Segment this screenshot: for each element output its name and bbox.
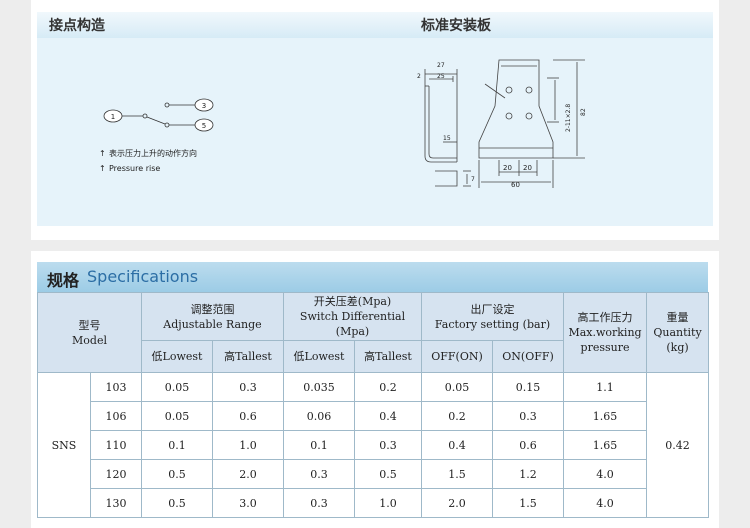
dim-82-label: 82 — [580, 108, 587, 116]
code-cell: 103 — [90, 372, 142, 402]
contact-5-point — [164, 122, 170, 128]
dim-20a-label: 20 — [503, 164, 512, 172]
contact-3-point — [164, 102, 170, 108]
adj-low-cell: 0.05 — [141, 372, 213, 402]
terminal-5-label: 5 — [202, 122, 206, 130]
off-on-cell: 0.4 — [421, 430, 494, 460]
off-on-cell: 1.5 — [421, 459, 494, 489]
adj-tallest-header: 高Tallest — [212, 340, 284, 373]
specs-title-en: Specifications — [87, 267, 199, 286]
table-row: 120 0.5 2.0 0.3 0.5 1.5 1.2 4.0 — [38, 459, 709, 489]
on-off-header: ON(OFF) — [492, 340, 565, 373]
on-off-cell: 0.6 — [492, 430, 565, 460]
specs-subheader-row: 低Lowest 高Tallest 低Lowest 高Tallest OFF(ON… — [38, 340, 709, 373]
diff-lowest-header: 低Lowest — [283, 340, 355, 373]
on-off-cell: 0.3 — [492, 401, 565, 431]
diff-low-cell: 0.035 — [283, 372, 355, 402]
dim-25-label: 25 — [437, 73, 445, 80]
max-wp-cell: 1.65 — [563, 401, 648, 431]
contact-arm — [146, 116, 166, 125]
off-on-header: OFF(ON) — [421, 340, 494, 373]
code-cell: 130 — [90, 488, 142, 518]
adj-low-cell: 0.5 — [141, 488, 213, 518]
contact-structure-title: 接点构造 — [49, 18, 105, 34]
diff-tallest-header: 高Tallest — [353, 340, 423, 373]
max-wp-cell: 1.1 — [563, 372, 648, 402]
pressure-note-en: Pressure rise — [109, 164, 160, 173]
specs-title-cn: 规格 — [47, 271, 80, 290]
adj-high-cell: 0.3 — [212, 372, 284, 402]
diff-low-cell: 0.1 — [283, 430, 355, 460]
code-cell: 110 — [90, 430, 142, 460]
specs-header-bar: 规格 Specifications — [37, 262, 708, 292]
on-off-cell: 1.2 — [492, 459, 565, 489]
off-on-cell: 2.0 — [421, 488, 494, 518]
table-row: 110 0.1 1.0 0.1 0.3 0.4 0.6 1.65 — [38, 430, 709, 460]
dim-2-label: 2 — [417, 73, 421, 80]
adj-high-cell: 2.0 — [212, 459, 284, 489]
plate-side-view — [424, 69, 471, 187]
terminal-5-circle — [194, 118, 214, 132]
table-row: SNS 103 0.05 0.3 0.035 0.2 0.05 0.15 1.1… — [37, 372, 710, 518]
pressure-rise-arrow-en: ↑ — [99, 164, 106, 173]
adj-low-cell: 0.05 — [141, 401, 213, 431]
adj-low-cell: 0.1 — [141, 430, 213, 460]
code-cell: 106 — [90, 401, 142, 431]
off-on-cell: 0.2 — [421, 401, 494, 431]
code-cell: 120 — [90, 459, 142, 489]
dim-27-label: 27 — [437, 62, 445, 69]
max-wp-cell: 4.0 — [563, 459, 648, 489]
switch-differential-header: 开关压差(Mpa)Switch Differential (Mpa) — [282, 292, 423, 341]
dim-hole-label: 2-11×2.8 — [565, 104, 572, 132]
pivot-point — [142, 113, 148, 119]
max-wp-cell: 4.0 — [563, 488, 648, 518]
table-row: 106 0.05 0.6 0.06 0.4 0.2 0.3 1.65 — [38, 401, 709, 431]
diff-low-cell: 0.3 — [283, 488, 355, 518]
diff-high-cell: 0.2 — [353, 372, 423, 402]
dim-60-label: 60 — [511, 181, 520, 189]
diff-low-cell: 0.06 — [283, 401, 355, 431]
terminal-1-label: 1 — [111, 113, 115, 121]
weight-cell: 0.42 — [646, 372, 710, 518]
diagram-header-bar: 接点构造 标准安装板 — [37, 12, 713, 38]
mounting-plate-title: 标准安装板 — [421, 18, 491, 34]
off-on-cell: 0.05 — [421, 372, 494, 402]
terminal-3-circle — [194, 98, 214, 112]
diff-high-cell: 1.0 — [353, 488, 423, 518]
diff-low-cell: 0.3 — [283, 459, 355, 489]
pressure-note-cn: 表示压力上升的动作方向 — [109, 148, 197, 158]
contact-diagram — [103, 98, 214, 132]
diff-high-cell: 0.4 — [353, 401, 423, 431]
adj-high-cell: 1.0 — [212, 430, 284, 460]
table-row: 130 0.5 3.0 0.3 1.0 2.0 1.5 4.0 — [38, 488, 709, 518]
plate-front-view — [478, 59, 585, 188]
diagram-svg: 1 3 5 ↑ 表示压力上升的动作方向 ↑ Pressure rise 27 2… — [99, 59, 587, 189]
model-cell: SNS — [37, 372, 91, 518]
adj-high-cell: 3.0 — [212, 488, 284, 518]
pressure-rise-arrow-cn: ↑ — [99, 149, 106, 158]
diff-high-cell: 0.3 — [353, 430, 423, 460]
on-off-cell: 0.15 — [492, 372, 565, 402]
diagram-panel: 1 3 5 ↑ 表示压力上升的动作方向 ↑ Pressure rise 27 2… — [37, 38, 713, 226]
terminal-3-label: 3 — [202, 102, 206, 110]
dim-7-label: 7 — [471, 176, 475, 183]
max-wp-cell: 1.65 — [563, 430, 648, 460]
adj-high-cell: 0.6 — [212, 401, 284, 431]
adj-low-cell: 0.5 — [141, 459, 213, 489]
on-off-cell: 1.5 — [492, 488, 565, 518]
dim-20b-label: 20 — [523, 164, 532, 172]
adj-lowest-header: 低Lowest — [141, 340, 213, 373]
diff-high-cell: 0.5 — [353, 459, 423, 489]
dim-15-label: 15 — [443, 135, 451, 142]
